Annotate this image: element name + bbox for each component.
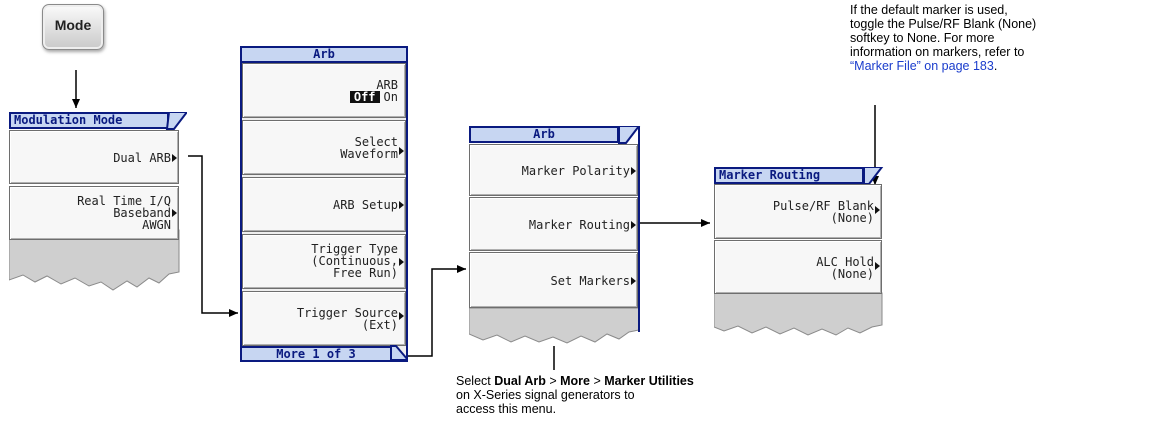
note-period: . <box>993 59 998 73</box>
path-separator: > <box>545 374 561 388</box>
submenu-arrow-icon <box>172 154 177 162</box>
access-menu-note: Select Dual Arb > More > Marker Utilitie… <box>456 374 816 416</box>
path-separator: > <box>589 374 605 388</box>
toggle-on-state: On <box>383 90 398 104</box>
softkey-trigger-type[interactable]: Trigger Type (Continuous, Free Run) <box>242 234 406 289</box>
mode-hardkey[interactable]: Mode <box>42 4 104 50</box>
modulation-mode-title: Modulation Mode <box>9 112 169 129</box>
softkey-label: Trigger Source <box>296 306 398 320</box>
torn-edge <box>9 229 180 291</box>
softkey-label: Dual ARB <box>113 151 171 165</box>
softkey-label: ARB <box>376 78 398 92</box>
torn-edge <box>469 126 640 344</box>
mode-hardkey-label: Mode <box>54 17 92 33</box>
softkey-label: (None) <box>830 267 874 281</box>
submenu-arrow-icon <box>399 312 404 320</box>
marker-arb-menu: Arb Marker Polarity Marker Routing Set M… <box>469 126 641 346</box>
softkey-label: Select <box>354 135 398 149</box>
modulation-mode-menu: Modulation Mode Dual ARB Real Time I/Q B… <box>9 112 187 298</box>
note-line: toggle the Pulse/RF Blank (None) <box>850 17 1037 31</box>
softkey-label: Marker Routing <box>528 218 630 232</box>
softkey-label: ALC Hold <box>816 255 874 269</box>
softkey-label: Set Markers <box>550 274 630 288</box>
marker-routing-title: Marker Routing <box>714 167 864 184</box>
softkey-alc-hold[interactable]: ALC Hold (None) <box>714 240 882 294</box>
softkey-set-markers[interactable]: Set Markers <box>469 252 638 308</box>
note-text: Select <box>456 374 495 388</box>
menu-path-item: More <box>560 374 590 388</box>
softkey-label: Marker Polarity <box>521 164 630 178</box>
softkey-label: (Continuous, <box>311 254 398 268</box>
note-line: softkey to None. For more <box>850 31 995 45</box>
marker-file-link[interactable]: “Marker File” on page 183 <box>850 59 994 73</box>
softkey-label: (Ext) <box>361 318 398 332</box>
softkey-marker-polarity[interactable]: Marker Polarity <box>469 144 638 196</box>
submenu-arrow-icon <box>631 221 636 229</box>
submenu-arrow-icon <box>399 201 404 209</box>
softkey-label: Waveform <box>340 147 398 161</box>
arb-menu-title: Arb <box>240 46 408 63</box>
softkey-pulse-rf-blank[interactable]: Pulse/RF Blank (None) <box>714 184 882 239</box>
softkey-label: Real Time I/Q <box>77 194 171 208</box>
softkey-select-waveform[interactable]: Select Waveform <box>242 120 406 175</box>
softkey-real-time-iq[interactable]: Real Time I/Q Baseband AWGN <box>9 186 179 240</box>
toggle-off-state: Off <box>349 91 380 103</box>
softkey-label: ARB Setup <box>332 198 398 212</box>
submenu-arrow-icon <box>631 277 636 285</box>
submenu-arrow-icon <box>631 167 636 175</box>
title-tab-slant <box>618 126 641 144</box>
softkey-label: Baseband <box>113 206 171 220</box>
torn-edge <box>714 292 883 336</box>
arrow-dualarb-to-arb <box>188 155 238 317</box>
title-tab-slant <box>165 112 187 130</box>
arrow-more-to-marker-menu <box>408 265 466 357</box>
submenu-arrow-icon <box>399 147 404 155</box>
softkey-label: (None) <box>830 211 874 225</box>
softkey-trigger-source[interactable]: Trigger Source (Ext) <box>242 291 406 346</box>
softkey-dual-arb[interactable]: Dual ARB <box>9 130 179 184</box>
more-1-of-3-key[interactable]: More 1 of 3 <box>240 346 392 362</box>
softkey-label: Pulse/RF Blank <box>772 199 874 213</box>
submenu-arrow-icon <box>875 206 880 214</box>
menu-path-item: Marker Utilities <box>604 374 694 388</box>
submenu-arrow-icon <box>172 209 177 217</box>
softkey-arb-setup[interactable]: ARB Setup <box>242 177 406 232</box>
marker-routing-menu: Marker Routing Pulse/RF Blank (None) ALC… <box>714 167 884 337</box>
softkey-label: AWGN <box>142 218 171 232</box>
marker-arb-title: Arb <box>469 126 619 143</box>
more-tab-slant <box>390 345 408 361</box>
softkey-label: Trigger Type <box>311 242 398 256</box>
note-line: on X-Series signal generators to <box>456 388 635 402</box>
note-line: access this menu. <box>456 402 557 416</box>
note-line: If the default marker is used, <box>850 3 1008 17</box>
submenu-arrow-icon <box>875 262 880 270</box>
submenu-arrow-icon <box>399 258 404 266</box>
pulse-rf-note: If the default marker is used, toggle th… <box>850 3 1110 73</box>
softkey-label: Free Run) <box>332 266 398 280</box>
softkey-marker-routing[interactable]: Marker Routing <box>469 197 638 251</box>
note-line: information on markers, refer to <box>850 45 1025 59</box>
menu-path-item: Dual Arb <box>494 374 546 388</box>
